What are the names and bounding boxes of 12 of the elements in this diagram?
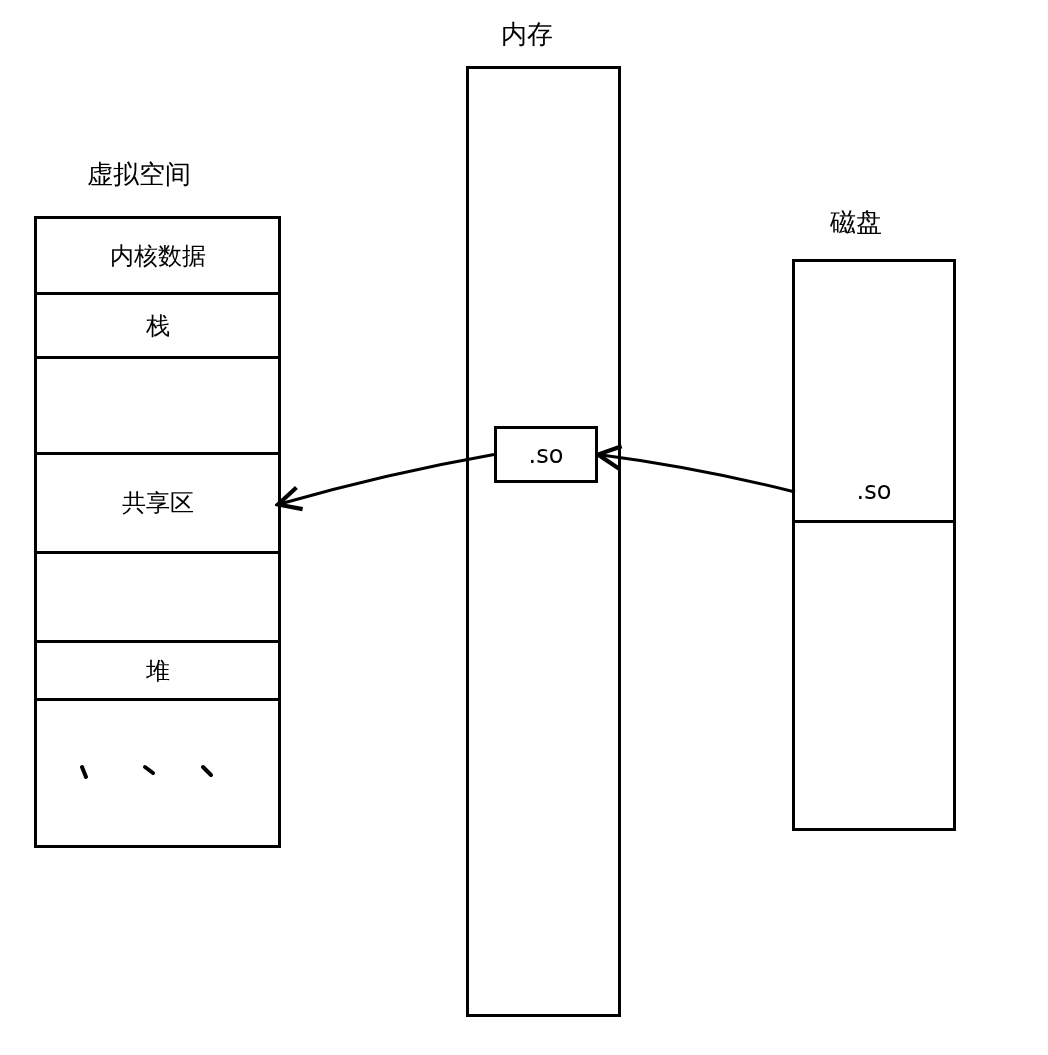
column-heading: 内存: [501, 18, 553, 51]
segment-label: .so: [856, 476, 892, 505]
segment-label: 共享区: [121, 488, 194, 519]
segment-box: [494, 426, 598, 483]
segment-label: 堆: [145, 655, 170, 687]
segment-label: 内核数据: [109, 240, 206, 272]
segment-label: 栈: [145, 310, 170, 342]
segment-label: .so: [528, 440, 564, 469]
column-heading: 磁盘: [830, 206, 882, 239]
column-heading: 虚拟空间: [87, 158, 191, 191]
arrow: [275, 453, 495, 512]
arrow: [595, 444, 796, 494]
